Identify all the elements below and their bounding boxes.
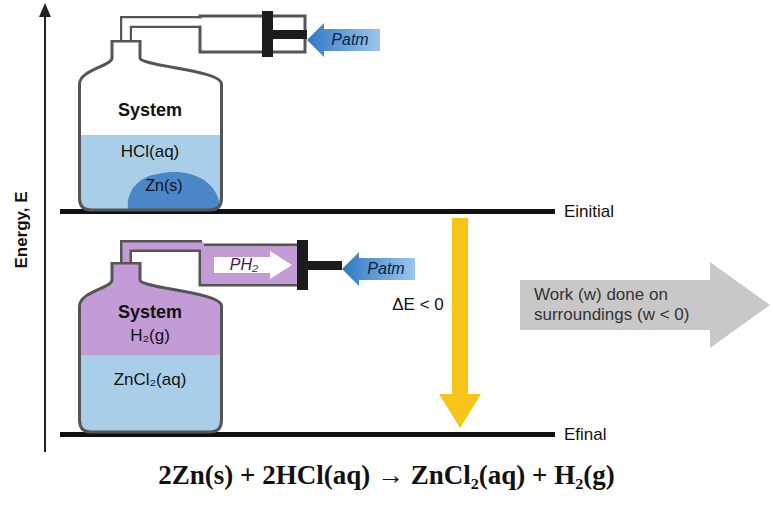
energy-level-label: Einitial xyxy=(564,202,614,222)
flask-system: SystemH₂(g) ZnCl₂(aq) xyxy=(78,262,223,434)
gas-pressure-arrow xyxy=(214,251,292,279)
delta-e-label: ΔE < 0 xyxy=(392,295,444,315)
system-label: System xyxy=(118,302,182,323)
piston-head xyxy=(262,11,273,57)
piston-head xyxy=(297,240,308,290)
axis-arrowhead xyxy=(39,3,51,17)
node-outline xyxy=(78,262,223,434)
piston-rod xyxy=(273,30,307,39)
node-outline xyxy=(520,262,770,348)
substance-label: HCl(aq) xyxy=(121,142,180,162)
substance-label: H₂(g) xyxy=(130,326,170,346)
cylinder-gas xyxy=(202,247,298,284)
work-arrow: Work (w) done on surroundings (w < 0) xyxy=(520,262,770,348)
piston-rod xyxy=(308,261,342,270)
axis-label: Energy, E xyxy=(12,191,32,268)
pressure-label: Patm xyxy=(331,31,368,49)
reaction-equation: 2Zn(s) + 2HCl(aq) → ZnCl₂(aq) + H₂(g) xyxy=(0,460,773,491)
cylinder xyxy=(200,245,305,285)
flask-system: SystemHCl(aq) Zn(s) xyxy=(78,40,223,212)
delta-e-arrow xyxy=(439,218,481,428)
energy-axis xyxy=(44,14,46,452)
pressure-arrow xyxy=(307,23,380,57)
pressure-arrow xyxy=(342,252,415,286)
system-label: System xyxy=(118,100,182,121)
substance-label: Zn(s) xyxy=(145,177,182,195)
energy-level-label: Efinal xyxy=(564,425,607,445)
pressure-label: PH₂ xyxy=(230,256,258,274)
zinc-solid xyxy=(128,172,220,209)
work-label: Work (w) done on surroundings (w < 0) xyxy=(534,285,706,326)
pressure-label: Patm xyxy=(367,260,404,278)
substance-label: ZnCl₂(aq) xyxy=(114,370,187,390)
